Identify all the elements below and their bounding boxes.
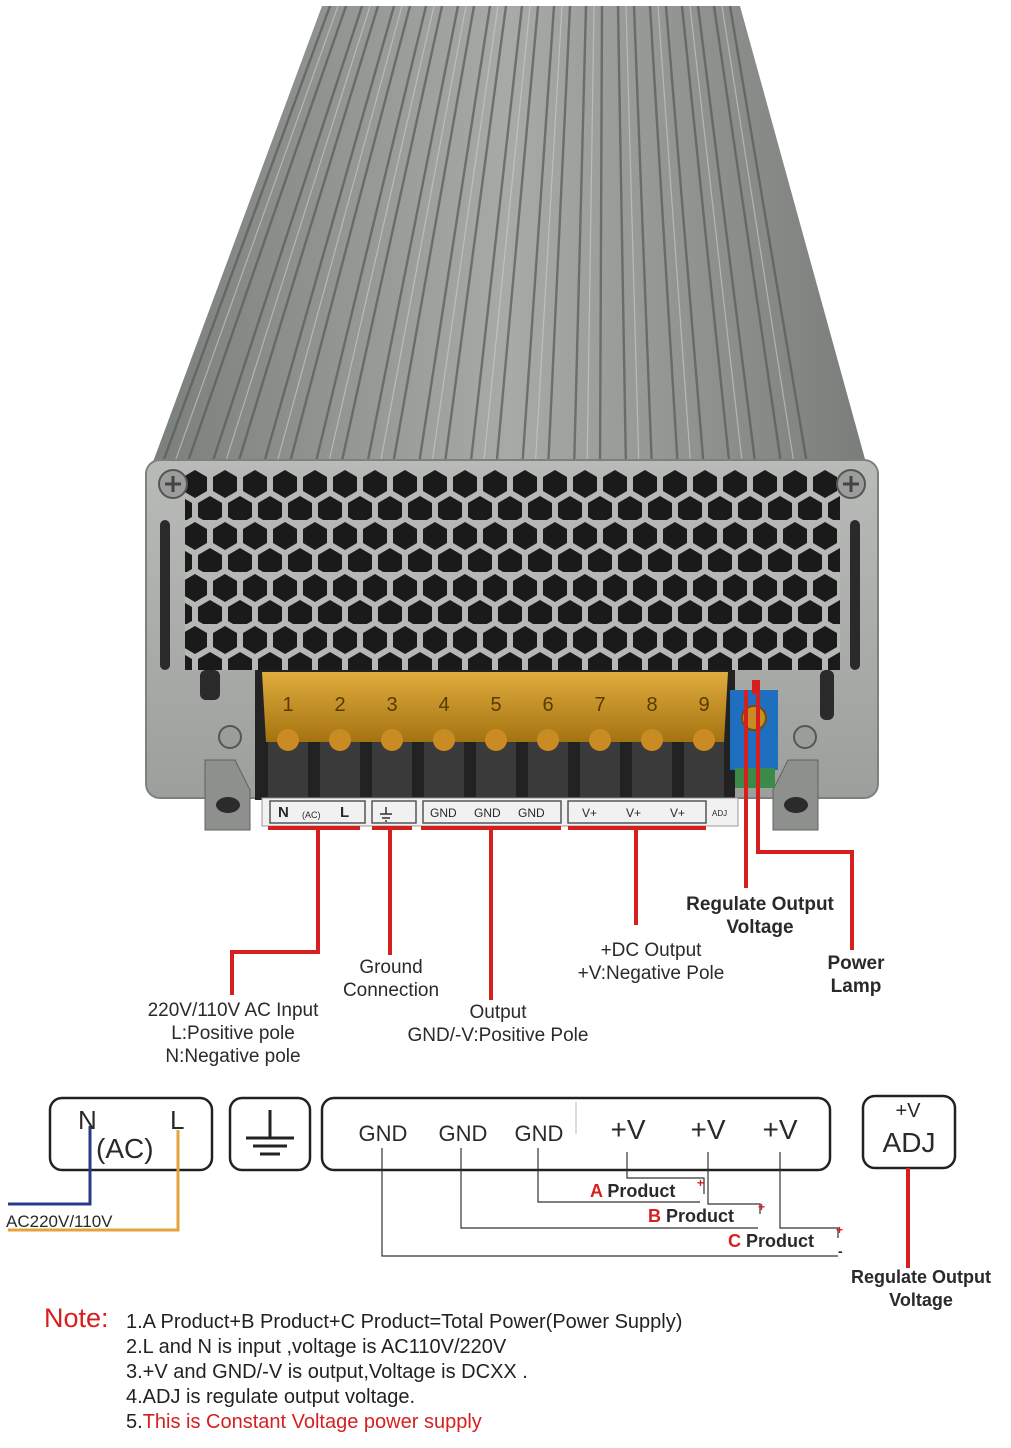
terminal-number: 7	[594, 694, 606, 716]
power-lamp	[752, 680, 760, 694]
schematic-gnd: GND	[358, 1121, 408, 1146]
terminal-number: 5	[490, 694, 502, 716]
adj-label: ADJ	[882, 1127, 936, 1158]
schematic-gnd: GND	[438, 1121, 488, 1146]
strip-adj: ADJ	[712, 809, 728, 818]
schematic-l: L	[170, 1105, 185, 1135]
cooling-fins	[158, 6, 810, 470]
product-c-plus: +	[836, 1223, 844, 1237]
strip-gnd: GND	[518, 806, 545, 820]
ground-symbol-icon	[246, 1110, 294, 1156]
strip-vplus: V+	[626, 806, 642, 820]
terminal-number: 9	[698, 694, 710, 716]
strip-gnd: GND	[474, 806, 501, 820]
product-a-plus: +	[697, 1176, 705, 1190]
ground-box	[228, 1096, 312, 1172]
housing-top	[150, 6, 868, 470]
ground-icon	[380, 807, 392, 822]
strip-ac: (AC)	[302, 810, 321, 820]
strip-l: L	[340, 804, 350, 821]
neutral-wire	[8, 1126, 92, 1206]
regulate-voltage-callout: Regulate Output Voltage	[686, 894, 834, 938]
terminal-number: 1	[282, 694, 294, 716]
live-wire	[8, 1130, 180, 1232]
screw-icon	[158, 469, 866, 749]
product-a-label: A Product	[590, 1181, 676, 1201]
product-b-plus: +	[758, 1200, 766, 1214]
product-c-minus: -	[838, 1243, 843, 1259]
product-c-label: C Product	[728, 1231, 815, 1251]
terminal-cover	[262, 672, 728, 742]
schematic-ac: (AC)	[96, 1133, 154, 1164]
power-lamp-callout: Power Lamp	[827, 953, 885, 997]
schematic	[48, 1094, 957, 1172]
note-line: 3.+V and GND/-V is output,Voltage is DCX…	[126, 1361, 528, 1383]
terminal-number: 2	[334, 694, 346, 716]
ac-input-callout: 220V/110V AC Input L:Positive pole N:Neg…	[147, 1000, 319, 1067]
product-wiring	[381, 1148, 839, 1257]
strip-vplus: V+	[670, 806, 686, 820]
vent-grille	[185, 470, 840, 670]
notes-title: Note:	[44, 1303, 109, 1333]
schematic-vplus: +V	[762, 1114, 798, 1145]
terminal-number: 3	[386, 694, 398, 716]
strip-gnd: GND	[430, 806, 457, 820]
note-line: 2.L and N is input ,voltage is AC110V/22…	[126, 1336, 507, 1358]
ac-voltage-label: AC220V/110V	[6, 1212, 113, 1231]
schematic-vplus: +V	[690, 1114, 726, 1145]
terminal-number: 8	[646, 694, 658, 716]
product-b-label: B Product	[648, 1206, 735, 1226]
note-line: 1.A Product+B Product+C Product=Total Po…	[126, 1311, 683, 1333]
schematic-vplus: +V	[610, 1114, 646, 1145]
terminal-number: 4	[438, 694, 450, 716]
schematic-gnd: GND	[514, 1121, 564, 1146]
strip-vplus: V+	[582, 806, 598, 820]
adj-plus-v: +V	[895, 1100, 921, 1122]
ac-input-box	[48, 1096, 214, 1172]
note-line: 4.ADJ is regulate output voltage.	[126, 1386, 416, 1408]
dc-output-callout: +DC Output +V:Negative Pole	[577, 940, 725, 984]
output-callout: Output GND/-V:Positive Pole	[407, 1002, 589, 1046]
strip-n: N	[278, 804, 289, 821]
terminal-number: 6	[542, 694, 554, 716]
ground-callout: Ground Connection	[342, 957, 440, 1001]
adj-regulate-callout: Regulate Output Voltage	[851, 1267, 991, 1310]
note-line-5: 5.This is Constant Voltage power supply	[126, 1411, 482, 1433]
schematic-n: N	[78, 1105, 97, 1135]
output-box	[320, 1096, 832, 1172]
notes-list: 1.A Product+B Product+C Product=Total Po…	[126, 1310, 682, 1435]
